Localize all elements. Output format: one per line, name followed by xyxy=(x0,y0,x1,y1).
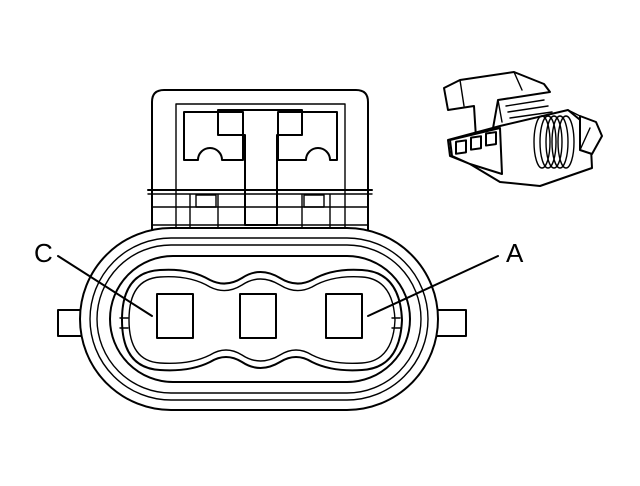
cavity-c xyxy=(156,293,194,339)
cavity-label-c: C xyxy=(34,238,53,268)
label-c-group: C xyxy=(34,238,153,317)
terminal-cavities xyxy=(156,293,363,339)
cavity-b xyxy=(239,293,277,339)
label-a-group: A xyxy=(367,238,524,317)
wire-seal-coil xyxy=(533,115,575,169)
leader-line-a xyxy=(367,255,499,317)
cavity-label-a: A xyxy=(506,238,524,268)
connector-isometric-view xyxy=(443,71,603,187)
leader-line-c xyxy=(57,255,153,317)
cavity-a xyxy=(325,293,363,339)
side-ears xyxy=(57,309,467,337)
